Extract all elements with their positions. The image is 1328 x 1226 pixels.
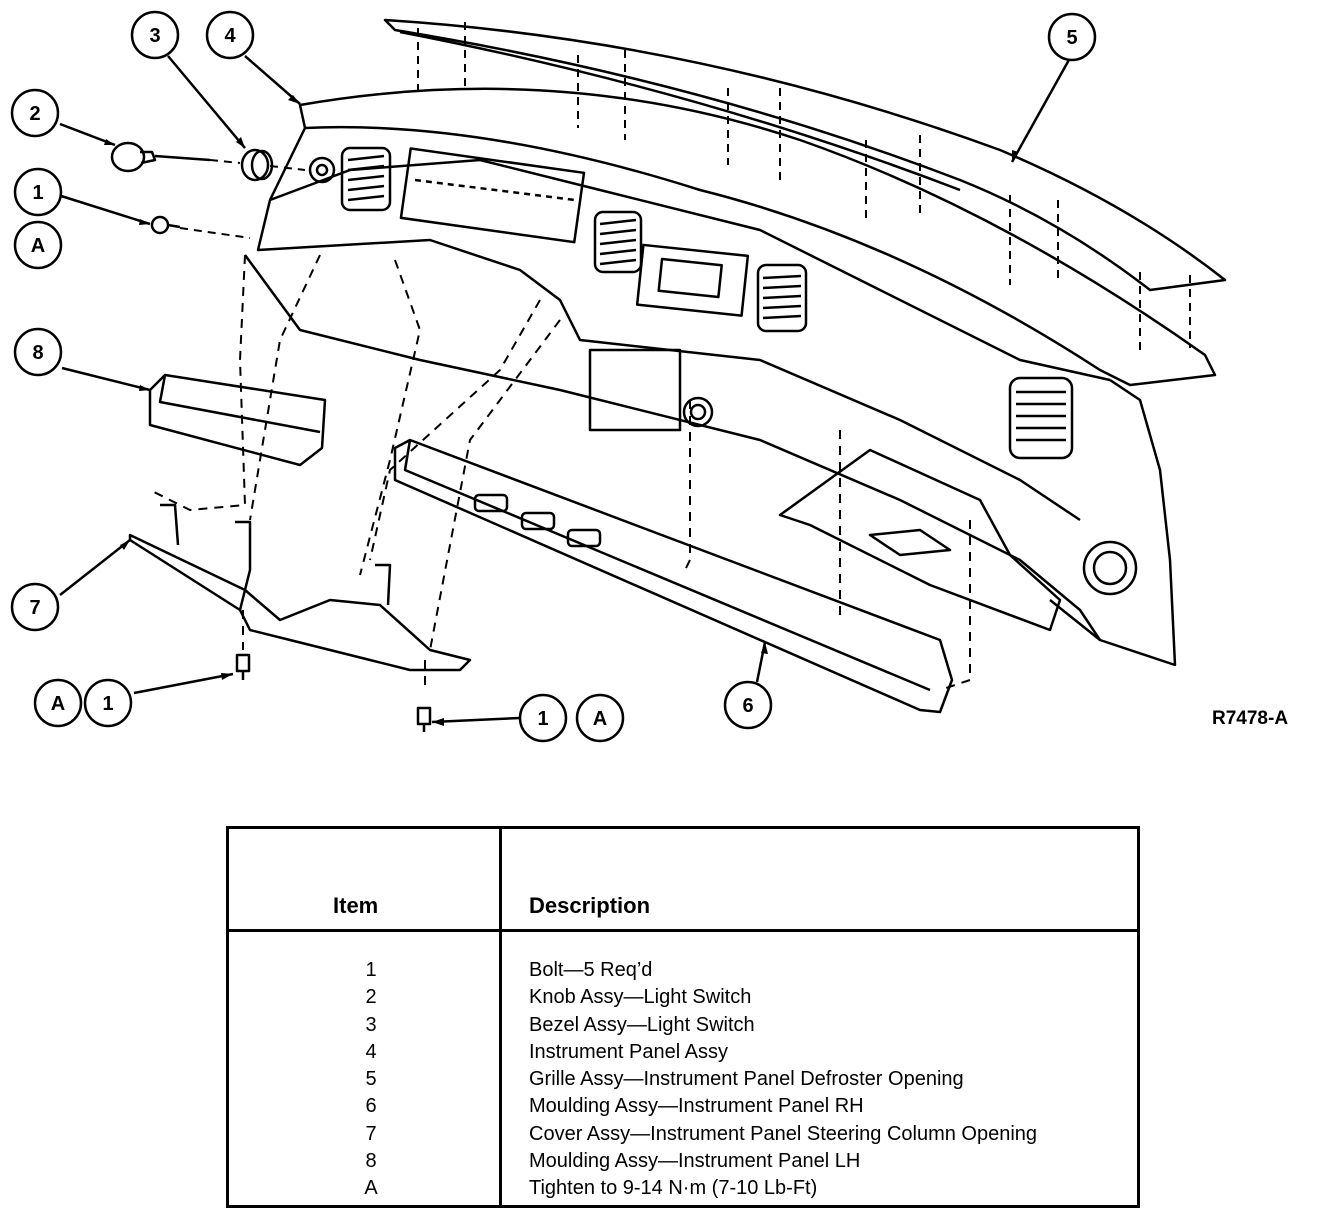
legend-row: 5 Grille Assy—Instrument Panel Defroster … [229, 1066, 1137, 1093]
callout-label-1-upper: 1 [32, 182, 43, 204]
row-description: Moulding Assy—Instrument Panel RH [529, 1095, 864, 1118]
row-description: Knob Assy—Light Switch [529, 986, 752, 1009]
exploded-view-diagram: 3 4 5 2 1 A 8 7 A 1 1 A 6 [10, 10, 1227, 743]
legend-row: 2 Knob Assy—Light Switch [229, 984, 1137, 1011]
legend-rows: 1 Bolt—5 Req’d 2 Knob Assy—Light Switch 3 B… [229, 957, 1137, 1203]
legend-row: 8 Moulding Assy—Instrument Panel LH [229, 1148, 1137, 1175]
row-item: 3 [365, 1013, 377, 1036]
row-description: Instrument Panel Assy [529, 1040, 728, 1063]
callout-label-3: 3 [149, 25, 160, 47]
row-description: Cover Assy—Instrument Panel Steering Col… [529, 1122, 1038, 1145]
bolt-lower-left [235, 653, 251, 680]
callout-circle-4 [205, 10, 255, 60]
row-item: 5 [365, 1068, 377, 1091]
parts-legend-table: Item Description 1 Bolt—5 Req’d 2 Knob Ass… [226, 826, 1140, 1208]
moulding-assy-rh [393, 438, 954, 714]
row-description: Tighten to 9-14 N·m (7-10 Lb-Ft) [529, 1177, 818, 1200]
callout-circle-1-upper [13, 167, 63, 217]
light-switch-knob [110, 141, 211, 173]
callout-label-a-upper: A [31, 235, 45, 257]
legend-row: 1 Bolt—5 Req’d [229, 957, 1137, 984]
callout-label-1-lower-left: 1 [102, 693, 113, 715]
row-item: 2 [365, 986, 377, 1009]
legend-row: 6 Moulding Assy—Instrument Panel RH [229, 1093, 1137, 1120]
row-item: 6 [365, 1095, 377, 1118]
callout-label-5: 5 [1066, 27, 1077, 49]
callout-label-4: 4 [224, 25, 236, 47]
row-description: Moulding Assy—Instrument Panel LH [529, 1150, 861, 1173]
steering-column-cover [128, 503, 472, 672]
callout-label-6: 6 [742, 695, 753, 717]
figure-id: R7478-A [1212, 708, 1289, 729]
row-description: Bezel Assy—Light Switch [529, 1013, 755, 1036]
header-rule [229, 929, 1137, 932]
row-description: Bolt—5 Req’d [529, 959, 653, 981]
row-item: 4 [365, 1040, 377, 1063]
callout-circle-a-upper [13, 220, 63, 270]
moulding-assy-lh [148, 373, 327, 467]
row-item: A [364, 1177, 378, 1200]
callout-label-a-lower-left: A [51, 693, 65, 715]
row-item: 8 [365, 1150, 377, 1173]
row-item: 7 [365, 1122, 377, 1145]
defroster-grille-assy [383, 18, 1227, 292]
header-description: Description [529, 893, 651, 918]
callout-circle-8 [13, 327, 63, 377]
legend-row: 7 Cover Assy—Instrument Panel Steering Co… [229, 1121, 1137, 1148]
callout-label-a-lower-center: A [593, 708, 607, 730]
bolt-lower-center [416, 706, 432, 732]
row-item: 1 [365, 959, 377, 981]
callout-label-7: 7 [29, 597, 40, 619]
column-divider [499, 829, 502, 1205]
instrument-panel-assy [243, 87, 1217, 667]
callout-label-2: 2 [29, 103, 40, 125]
light-switch-bezel [240, 148, 274, 182]
callout-circle-2 [10, 88, 60, 138]
callout-circle-1-lower-center [518, 693, 568, 743]
callout-label-8: 8 [32, 342, 43, 364]
row-description: Grille Assy—Instrument Panel Defroster O… [529, 1068, 964, 1091]
bolt-upper [150, 215, 181, 235]
legend-row: A Tighten to 9-14 N·m (7-10 Lb-Ft) [229, 1175, 1137, 1202]
callout-label-1-lower-center: 1 [537, 708, 548, 730]
callout-circle-7 [10, 582, 60, 632]
callout-circle-6 [723, 680, 773, 730]
header-item: Item [333, 893, 379, 918]
callout-circle-1-lower-left [83, 678, 133, 728]
callout-circle-3 [130, 10, 180, 60]
legend-row: 4 Instrument Panel Assy [229, 1039, 1137, 1066]
legend-row: 3 Bezel Assy—Light Switch [229, 1012, 1137, 1039]
callout-circle-a-lower-left [33, 678, 83, 728]
callout-circle-5 [1047, 12, 1097, 62]
callout-circle-a-lower-center [575, 693, 625, 743]
